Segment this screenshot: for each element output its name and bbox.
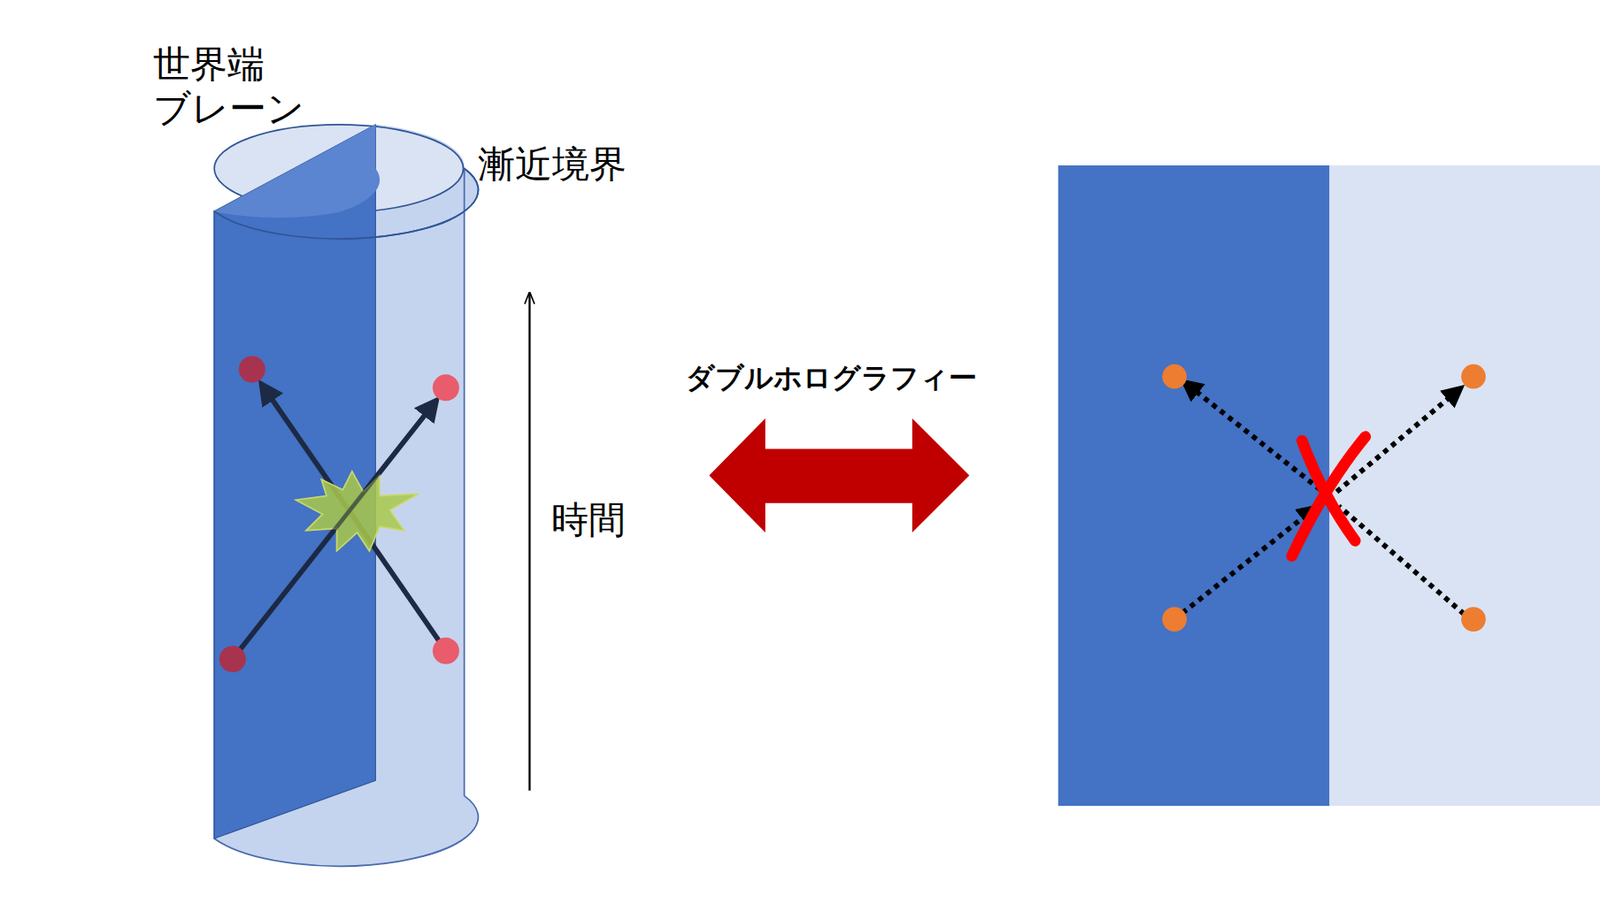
double-arrow — [708, 418, 970, 533]
duality-label: ダブルホログラフィー — [685, 361, 977, 395]
time-arrow — [528, 292, 531, 792]
cylinder — [214, 124, 478, 867]
collision-burst — [295, 471, 418, 552]
boundary-label: 漸近境界 — [477, 142, 627, 187]
time-label: 時間 — [551, 498, 626, 543]
forbidden-cross — [1292, 437, 1366, 557]
scattering — [219, 356, 460, 673]
boundary-panel — [1058, 165, 1600, 807]
brane-label: 世界端 ブレーン — [153, 42, 317, 132]
